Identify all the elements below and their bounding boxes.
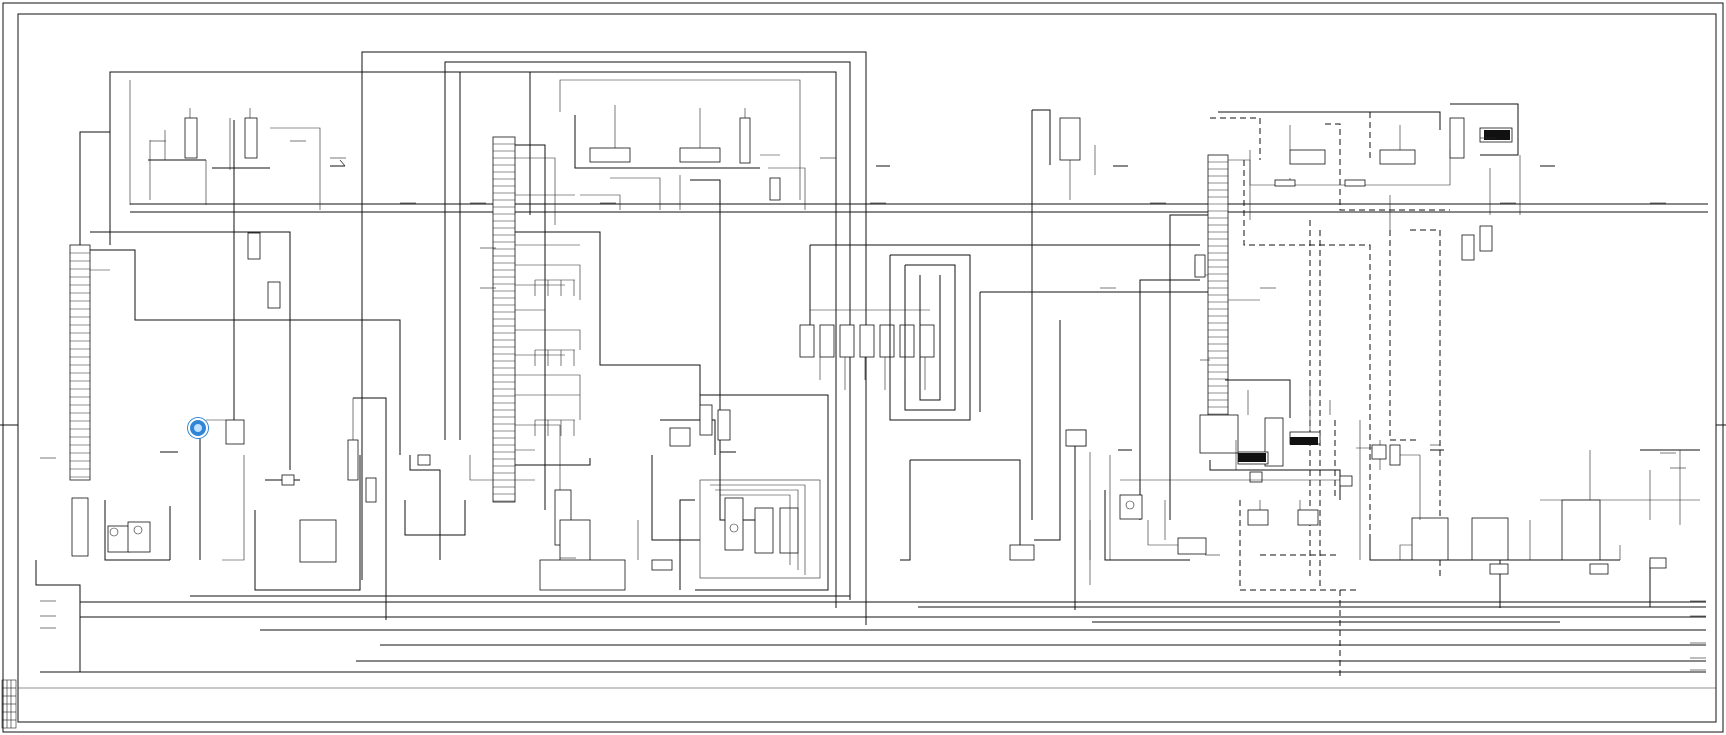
- title-block: [1, 679, 17, 729]
- vessels-center-low: [539, 404, 736, 591]
- manifold-center: [534, 279, 575, 436]
- pumps-right: [1089, 490, 1220, 585]
- line-tags: [40, 137, 1706, 671]
- tanks-right: [1369, 449, 1700, 608]
- condensers-left: [148, 108, 346, 309]
- reboiler-left: [160, 120, 245, 561]
- exchangers-center-top: [574, 105, 890, 521]
- column-left: [35, 231, 401, 672]
- exchangers-right-top: [1249, 103, 1555, 261]
- main-headers: [40, 203, 1708, 673]
- column-center: [469, 136, 701, 510]
- condenser-mid-right: [1009, 109, 1128, 610]
- status-tags: [1238, 130, 1510, 462]
- pump-group-center: [679, 394, 829, 591]
- dashed-control-lines: [1210, 111, 1450, 680]
- exchanger-cluster: [799, 244, 1220, 561]
- right-mid-lines: [1065, 359, 1444, 560]
- vessel-mid-left: [347, 397, 466, 620]
- pumps-left: [104, 455, 361, 591]
- cursor-marker: [188, 418, 208, 438]
